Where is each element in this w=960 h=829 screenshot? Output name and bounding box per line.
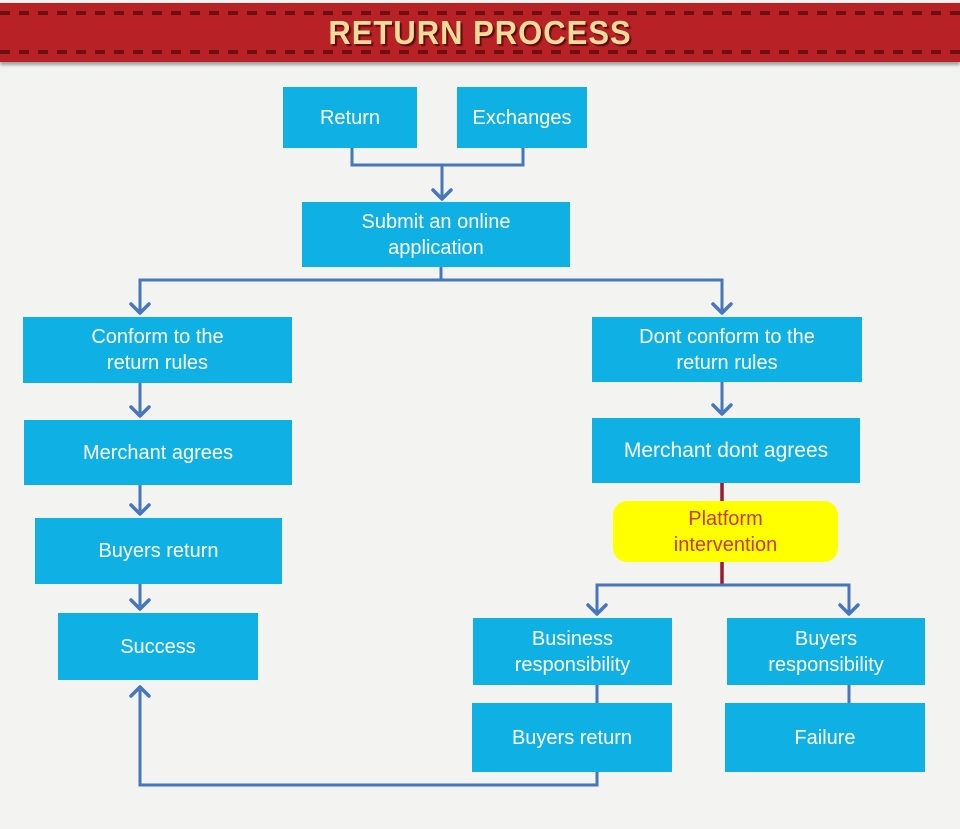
page-title: RETURN PROCESS (328, 13, 632, 52)
arrowhead-to-buyers-resp (838, 603, 860, 616)
connector-split-branches (138, 278, 724, 311)
arrowhead-to-merchant-agrees (129, 405, 151, 418)
node-return: Return (283, 87, 417, 148)
connector-loopback-to-success (138, 690, 599, 787)
arrowhead-to-business-resp (586, 603, 608, 616)
node-exchanges: Exchanges (457, 87, 587, 148)
arrowhead-to-conform (129, 302, 151, 315)
arrowhead-to-success (129, 598, 151, 611)
arrowhead-to-buyers-return-left (129, 503, 151, 516)
node-merchant-agrees: Merchant agrees (24, 420, 292, 485)
banner-stitch-top (0, 11, 960, 15)
node-failure: Failure (725, 703, 925, 772)
node-success: Success (58, 613, 258, 680)
node-business-responsibility: Business responsibility (473, 618, 672, 685)
node-conform-to-rules: Conform to the return rules (23, 317, 292, 383)
banner-stitch-bottom (0, 50, 960, 54)
node-buyers-responsibility: Buyers responsibility (727, 618, 925, 685)
node-platform-intervention: Platform intervention (613, 501, 838, 562)
arrowhead-up-to-success (129, 685, 151, 698)
node-submit-application: Submit an online application (302, 202, 570, 267)
node-buyers-return-bottom: Buyers return (472, 703, 672, 772)
node-buyers-return: Buyers return (35, 518, 282, 584)
arrowhead-to-merchant-dont-agrees (711, 403, 733, 416)
node-dont-conform-to-rules: Dont conform to the return rules (592, 317, 862, 382)
arrowhead-to-dont-conform (711, 302, 733, 315)
connector-platform-split (595, 583, 851, 612)
arrowhead-to-submit (431, 188, 453, 201)
title-banner: RETURN PROCESS (0, 3, 960, 62)
node-merchant-dont-agrees: Merchant dont agrees (592, 418, 860, 483)
